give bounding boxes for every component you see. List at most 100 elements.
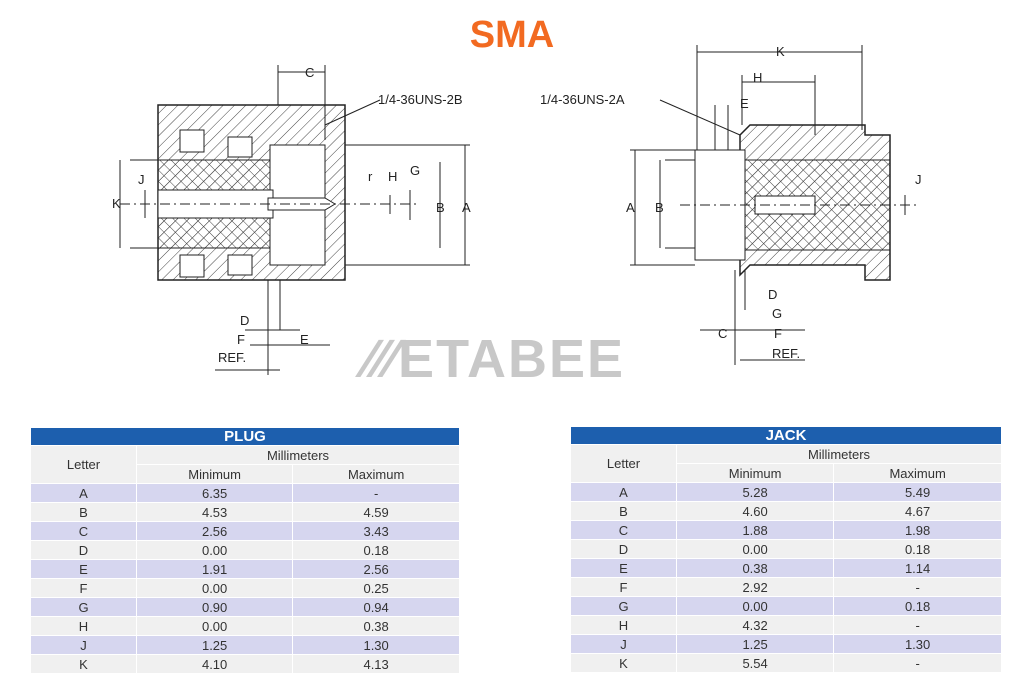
dim-label-r: r bbox=[368, 169, 373, 184]
cell-min: 6.35 bbox=[135, 483, 294, 503]
cell-max: 0.94 bbox=[292, 597, 460, 617]
cell-max: 1.30 bbox=[292, 635, 460, 655]
table-title: PLUG bbox=[30, 427, 460, 446]
dim-label-h: H bbox=[388, 169, 397, 184]
cell-letter: E bbox=[570, 558, 677, 578]
cell-min: 1.88 bbox=[675, 520, 835, 540]
cell-letter: A bbox=[30, 483, 137, 503]
cell-letter: D bbox=[30, 540, 137, 560]
cell-letter: K bbox=[30, 654, 137, 674]
cell-letter: C bbox=[570, 520, 677, 540]
col-group: Millimeters bbox=[676, 444, 1002, 464]
dim-label-h: H bbox=[753, 70, 762, 85]
cell-letter: G bbox=[570, 596, 677, 616]
dim-label-g: G bbox=[410, 163, 420, 178]
col-min: Minimum bbox=[675, 463, 835, 483]
cell-min: 0.00 bbox=[675, 596, 835, 616]
cell-letter: J bbox=[570, 634, 677, 654]
cell-min: 4.60 bbox=[675, 501, 835, 521]
cell-letter: B bbox=[570, 501, 677, 521]
cell-max: 4.13 bbox=[292, 654, 460, 674]
cell-letter: E bbox=[30, 559, 137, 579]
cell-min: 4.32 bbox=[675, 615, 835, 635]
cell-min: 2.56 bbox=[135, 521, 294, 541]
cell-max: 0.18 bbox=[833, 596, 1002, 616]
plug-drawing: C 1/4-36UNS-2B r H G B A K J D F E REF. bbox=[112, 65, 471, 375]
dim-label-c: C bbox=[718, 326, 727, 341]
cell-min: 0.00 bbox=[135, 540, 294, 560]
cell-max: 4.59 bbox=[292, 502, 460, 522]
cell-max: - bbox=[833, 653, 1002, 673]
watermark-logo: ∕∕∕ETABEE bbox=[365, 329, 626, 389]
col-group: Millimeters bbox=[136, 445, 460, 465]
dim-label-k: K bbox=[776, 44, 785, 59]
cell-min: 0.90 bbox=[135, 597, 294, 617]
jack-drawing: K H 1/4-36UNS-2A E A B J D G C F REF. bbox=[540, 44, 922, 365]
thread-label: 1/4-36UNS-2A bbox=[540, 92, 625, 107]
cell-max: 1.30 bbox=[833, 634, 1002, 654]
cell-max: - bbox=[833, 615, 1002, 635]
dim-label-a: A bbox=[626, 200, 635, 215]
dim-label-e: E bbox=[300, 332, 309, 347]
cell-letter: D bbox=[570, 539, 677, 559]
cell-min: 1.25 bbox=[135, 635, 294, 655]
cell-letter: K bbox=[570, 653, 677, 673]
cell-min: 5.28 bbox=[675, 482, 835, 502]
dim-label-j: J bbox=[138, 172, 145, 187]
col-max: Maximum bbox=[833, 463, 1002, 483]
dim-label-b: B bbox=[436, 200, 445, 215]
dim-label-d: D bbox=[768, 287, 777, 302]
dim-label-f: F bbox=[237, 332, 245, 347]
dim-label-b: B bbox=[655, 200, 664, 215]
cell-letter: B bbox=[30, 502, 137, 522]
dim-label-e: E bbox=[740, 96, 749, 111]
cell-max: 3.43 bbox=[292, 521, 460, 541]
cell-min: 1.91 bbox=[135, 559, 294, 579]
cell-min: 0.38 bbox=[675, 558, 835, 578]
dim-label-k: K bbox=[112, 196, 121, 211]
col-max: Maximum bbox=[292, 464, 460, 484]
col-min: Minimum bbox=[135, 464, 294, 484]
connector-drawings: C 1/4-36UNS-2B r H G B A K J D F E REF. … bbox=[112, 44, 922, 375]
cell-min: 2.92 bbox=[675, 577, 835, 597]
cell-min: 1.25 bbox=[675, 634, 835, 654]
thread-label: 1/4-36UNS-2B bbox=[378, 92, 463, 107]
cell-min: 5.54 bbox=[675, 653, 835, 673]
cell-letter: A bbox=[570, 482, 677, 502]
cell-letter: C bbox=[30, 521, 137, 541]
dim-label-f: F bbox=[774, 326, 782, 341]
dim-label-c: C bbox=[305, 65, 314, 80]
cell-max: 0.25 bbox=[292, 578, 460, 598]
page-title: SMA bbox=[469, 14, 555, 56]
cell-min: 0.00 bbox=[135, 616, 294, 636]
dim-label-j: J bbox=[915, 172, 922, 187]
cell-letter: F bbox=[30, 578, 137, 598]
cell-min: 0.00 bbox=[135, 578, 294, 598]
cell-letter: F bbox=[570, 577, 677, 597]
cell-letter: J bbox=[30, 635, 137, 655]
dim-label-d: D bbox=[240, 313, 249, 328]
cell-min: 4.10 bbox=[135, 654, 294, 674]
cell-max: - bbox=[292, 483, 460, 503]
cell-letter: H bbox=[570, 615, 677, 635]
dim-label-g: G bbox=[772, 306, 782, 321]
